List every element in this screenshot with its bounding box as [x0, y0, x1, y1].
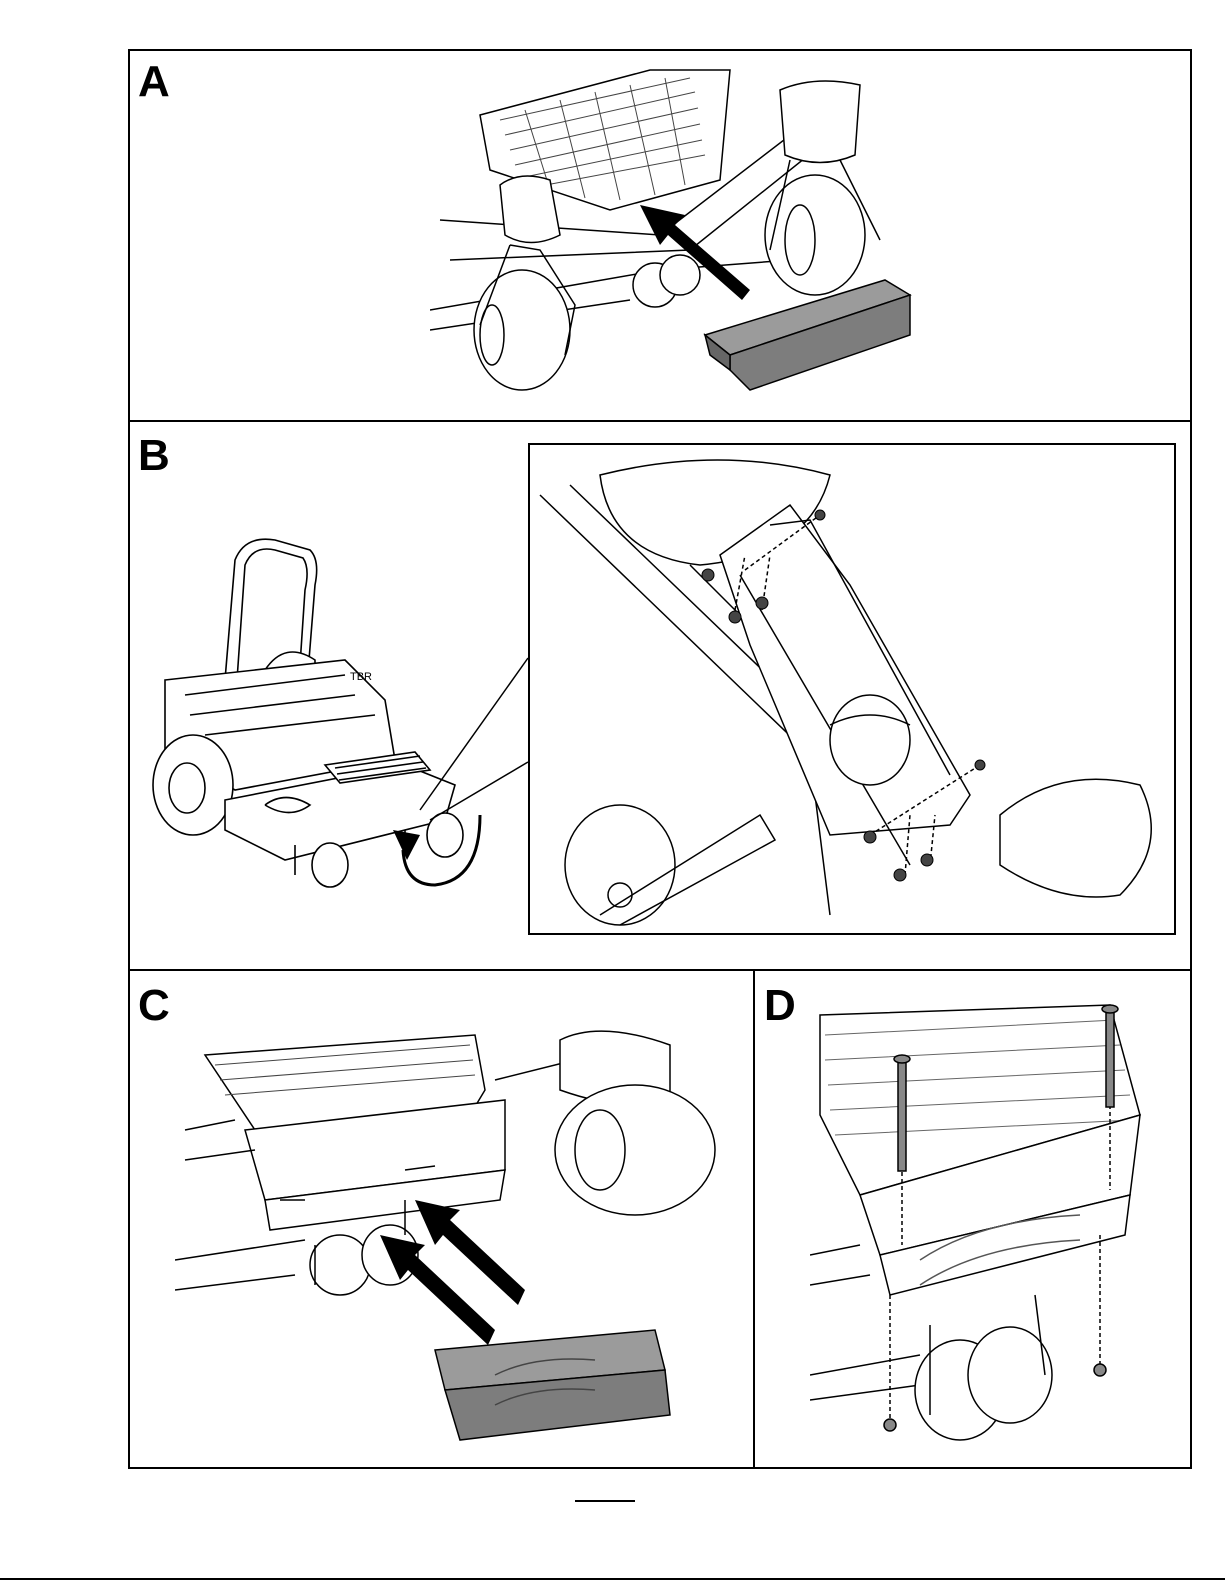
divider-ab	[128, 420, 1192, 422]
panel-c-illustration	[175, 1030, 745, 1450]
callout-lines	[400, 600, 540, 830]
footer-rule	[0, 1578, 1225, 1580]
divider-bc	[128, 969, 1192, 971]
panel-d-label: D	[764, 984, 796, 1028]
detail-inset	[528, 443, 1176, 935]
panel-c-label: C	[138, 984, 170, 1028]
panel-b-label: B	[138, 434, 170, 478]
panel-d-illustration	[810, 995, 1150, 1450]
panel-a-label: A	[138, 60, 170, 104]
svg-text:TBR: TBR	[350, 671, 372, 683]
inset-illustration	[530, 445, 1176, 935]
panel-a-illustration	[430, 60, 930, 400]
divider-cd	[753, 969, 755, 1469]
page-number-rule	[575, 1500, 635, 1502]
